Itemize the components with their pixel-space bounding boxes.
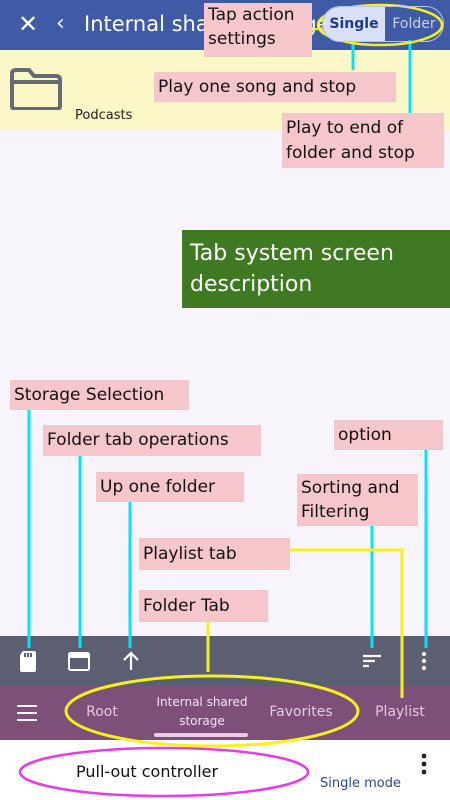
tab-favorites[interactable]: Favorites bbox=[269, 704, 333, 720]
arrow-up-icon[interactable] bbox=[119, 649, 143, 673]
more-vertical-icon[interactable] bbox=[412, 649, 436, 673]
annotation-pull-out-controller: Pull-out controller bbox=[76, 762, 219, 781]
sd-card-icon[interactable] bbox=[16, 649, 40, 673]
annotation-option: option bbox=[334, 420, 443, 450]
annotation-folder-tab: Folder Tab bbox=[139, 590, 268, 622]
annotation-sorting-filtering: Sorting and Filtering bbox=[297, 474, 418, 526]
sort-icon[interactable] bbox=[360, 649, 384, 673]
active-tab-indicator bbox=[154, 733, 248, 737]
folder-icon bbox=[10, 68, 62, 110]
screen-description-banner: Tab system screen description bbox=[182, 230, 450, 308]
annotation-folder-tab-ops: Folder tab operations bbox=[43, 425, 261, 456]
list-item[interactable]: Podcasts bbox=[0, 50, 450, 130]
more-vertical-icon[interactable] bbox=[421, 753, 427, 775]
tab-playlist[interactable]: Playlist bbox=[375, 704, 425, 720]
annotation-folder-desc: Play to end of folder and stop bbox=[282, 113, 444, 168]
annotation-up-one-folder: Up one folder bbox=[96, 472, 244, 502]
chevron-left-icon[interactable]: ‹ bbox=[56, 11, 65, 36]
folder-toolbar bbox=[0, 636, 450, 686]
close-icon[interactable]: ✕ bbox=[17, 10, 39, 38]
pull-out-controller[interactable] bbox=[0, 740, 450, 800]
single-mode-button[interactable]: Single bbox=[323, 7, 385, 41]
folder-name: Podcasts bbox=[75, 108, 133, 123]
tap-action-selector: Single Folder bbox=[322, 6, 444, 42]
tab-internal-storage[interactable]: Internal shared storage bbox=[156, 695, 248, 728]
annotation-playlist-tab: Playlist tab bbox=[139, 538, 290, 570]
annotation-storage-selection: Storage Selection bbox=[10, 380, 189, 410]
folder-mode-button[interactable]: Folder bbox=[392, 16, 436, 32]
play-mode-label: Single mode bbox=[320, 776, 401, 791]
annotation-tap-action: Tap action settings bbox=[204, 3, 312, 57]
menu-icon[interactable] bbox=[16, 702, 38, 724]
folder-tab-icon[interactable] bbox=[67, 649, 91, 673]
tab-root[interactable]: Root bbox=[86, 704, 118, 720]
annotation-single-desc: Play one song and stop bbox=[154, 72, 396, 102]
